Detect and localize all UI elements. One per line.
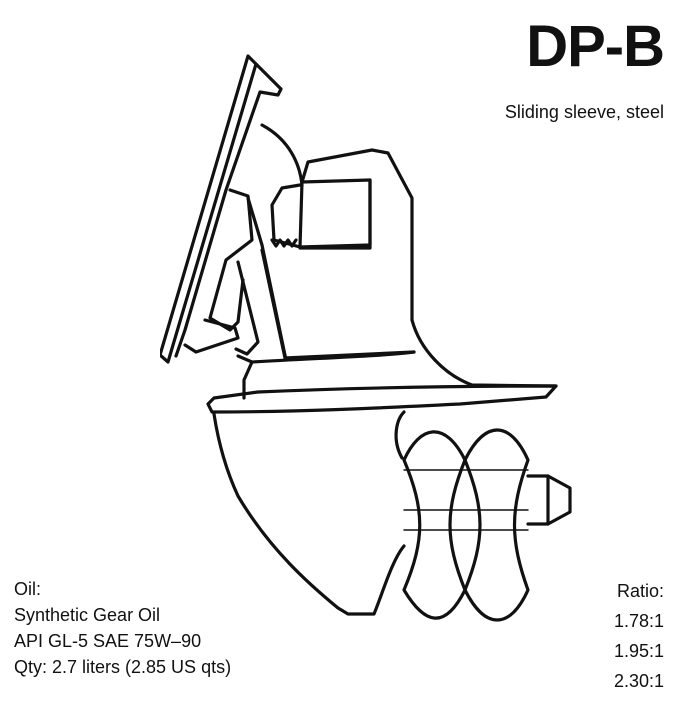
hinge-plate [183, 318, 240, 354]
coupling-teeth [270, 238, 298, 248]
lower-unit-front [394, 410, 406, 460]
ratio-value: 1.78:1 [613, 611, 664, 631]
oil-spec-block: Oil: Synthetic Gear Oil API GL-5 SAE 75W… [14, 576, 231, 680]
housing-body [260, 248, 416, 360]
oil-heading: Oil: [14, 579, 41, 599]
page-subtitle: Sliding sleeve, steel [504, 102, 664, 122]
ratio-value: 2.30:1 [613, 671, 664, 691]
page-title: DP-B [526, 14, 665, 79]
cavitation-plate [206, 384, 558, 414]
upper-housing-side [298, 178, 372, 250]
steering-link-inner [234, 260, 260, 356]
transom-plate [160, 54, 258, 364]
propeller-rear [463, 428, 530, 622]
oil-spec: API GL-5 SAE 75W–90 [14, 631, 202, 651]
mid-body [250, 350, 416, 364]
coupling [270, 183, 302, 249]
gimbal-housing [260, 123, 304, 187]
ratio-value: 1.95:1 [613, 641, 664, 661]
propeller-hub [403, 469, 529, 531]
lower-unit [212, 412, 406, 616]
mid-flange [236, 354, 254, 400]
ratio-block: Ratio: 1.78:1 1.95:1 2.30:1 [614, 576, 664, 696]
propeller-front [402, 430, 467, 620]
upper-housing-top [300, 148, 414, 322]
bellows [208, 188, 254, 332]
transom-edge [174, 62, 283, 358]
sterndrive-illustration [160, 54, 572, 622]
housing-front [410, 318, 558, 388]
ratio-heading: Ratio: [616, 581, 664, 601]
propeller-cone [526, 474, 572, 526]
upper-housing-box [298, 178, 372, 249]
oil-quantity: Qty: 2.7 liters (2.85 US qts) [14, 657, 232, 677]
oil-type: Synthetic Gear Oil [14, 605, 161, 625]
